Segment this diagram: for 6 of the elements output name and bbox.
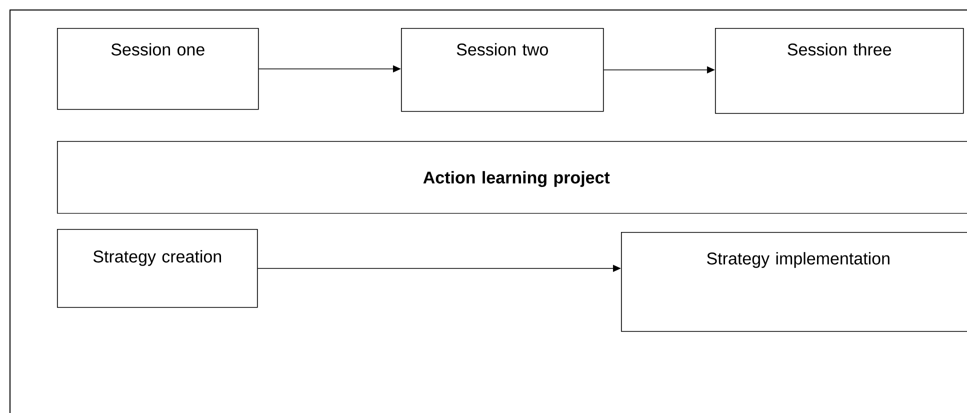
process-box: Session one bbox=[57, 28, 259, 110]
process-box: Session two bbox=[401, 28, 604, 112]
process-box: Action learning project bbox=[57, 141, 967, 214]
process-box: Session three bbox=[715, 28, 964, 114]
process-box: Strategy creation bbox=[57, 229, 258, 308]
process-box: Strategy implementation bbox=[621, 232, 967, 332]
